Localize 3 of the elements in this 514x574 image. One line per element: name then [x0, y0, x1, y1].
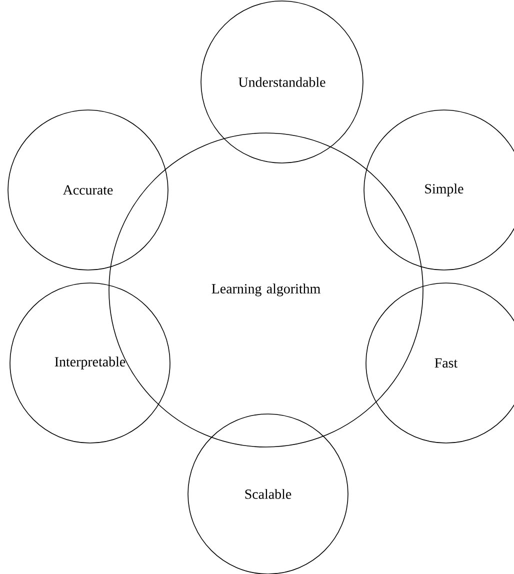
circle-node: Accurate [8, 110, 168, 270]
circle-node: Interpretable [10, 282, 170, 444]
circle-node: Understandable [200, 0, 364, 164]
